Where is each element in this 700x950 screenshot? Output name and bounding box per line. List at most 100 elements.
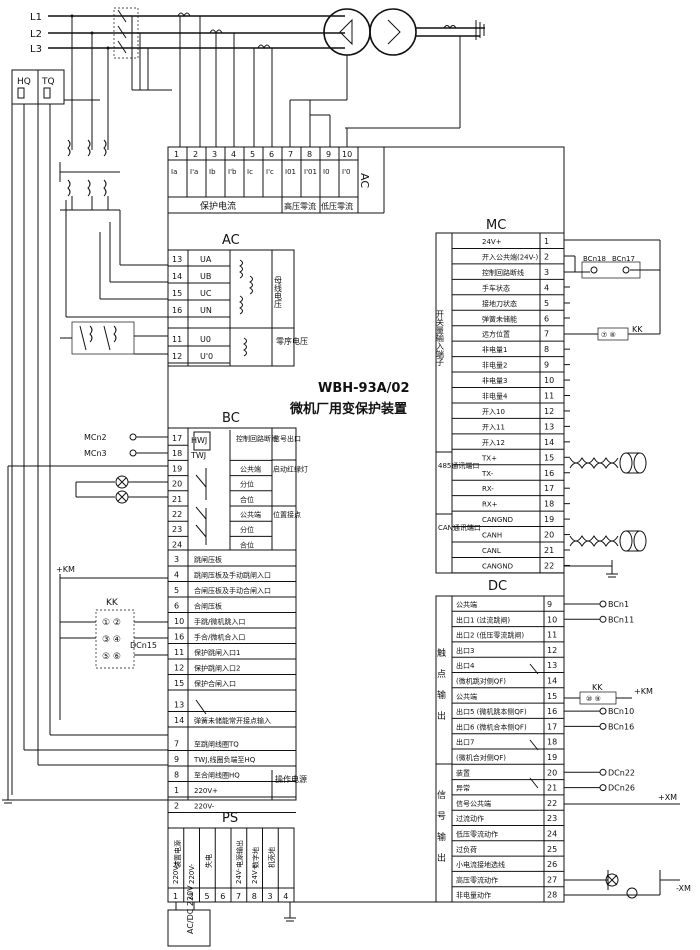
dc-pin-desc: 出口1 (过流跳闸) [456,615,510,624]
bc-pin-desc: 控制回路断线 [236,434,278,443]
bc-input-desc: 合闸压板 [194,602,222,611]
bc-input-number: 4 [174,571,179,580]
bc-pin-desc: 公共端 [240,464,261,473]
ac-top-pin-number: 9 [326,150,331,159]
ps-group-label: 数字地 [251,847,260,868]
bc-input-desc: 保护跳闸入口1 [194,648,240,657]
bc-twj: TWJ [190,451,206,460]
ac-left-pin-number: 15 [172,289,182,298]
ac-top-pin-number: 1 [174,150,179,159]
ac-left-group-bus: 母线电压 [274,276,283,309]
ac-top-pin-number: 4 [231,150,236,159]
mc-pin-number: 20 [544,531,554,540]
mc-pin-desc: 24V+ [482,238,502,246]
ac-left-label: AC [222,233,240,248]
dc-pin-desc: 出口3 [456,646,474,655]
mc-pin-desc: CANH [482,532,502,540]
ps-group-label: 电源输出 [235,840,244,868]
dc-pin-number: 22 [547,799,557,808]
ac-top-group-protection: 保护电流 [200,200,236,212]
mc-pin-number: 19 [544,515,554,524]
mc-pin-number: 14 [544,438,554,447]
dc-pin-desc: 公共端 [456,692,477,701]
kk-left-pair-1: ① ② [102,618,121,628]
bc-mcn3: MCn3 [84,449,107,458]
ps-group-label: 机壳地 [267,847,276,868]
ac-left-pin-signal: UA [200,255,212,264]
dc-pin-number: 18 [547,738,557,747]
bc-pin-number: 24 [172,540,182,549]
dc-pin-desc: 出口7 [456,738,474,747]
mc-pin-desc: CANGND [482,562,513,570]
ps-pin-number: 4 [283,892,288,901]
line-label-l3: L3 [30,44,42,55]
bc-input-desc: 保护跳闸入口2 [194,664,240,673]
ac-top-pin-number: 3 [212,150,217,159]
ps-pin-number: 8 [252,892,257,901]
mc-pin-desc: 非电量1 [482,345,507,354]
bc-input-number: 12 [174,664,184,673]
ac-left-wiring [60,200,168,355]
kk-left-label: KK [106,598,119,608]
bc-input-desc: 220V+ [194,787,218,795]
line-label-l2: L2 [30,29,42,40]
ac-top-pin-signal: Ib [209,168,216,176]
dc-pin-desc: 小电流接地选线 [456,860,505,869]
bc-input-desc: 至合闸线圈HQ [194,771,240,780]
mc-bcn18: BCn18 [583,255,606,263]
bc-pin-desc: 分位 [240,480,254,489]
bc-pin-number: 21 [172,495,182,504]
dc-side-contacts: 触点输出 [435,647,446,732]
ps-pin-desc: 220V+ [172,860,180,884]
mc-side-inputs: 开关量输入端子 [436,310,445,366]
bc-pin-group: 位置接点 [273,510,301,519]
ac-left-pin-signal: UB [200,272,211,281]
mc-terminal: MC 124V+2开入公共端(24V-)3控制回路断线4手车状态5接地刀状态6弹… [435,218,565,574]
dc-pin-number: 25 [547,845,557,854]
bc-mcn2: MCn2 [84,433,107,442]
mc-pin-desc: 弹簧未储能 [482,314,517,323]
dc-pin-number: 21 [547,784,557,793]
mc-pin-desc: 开入12 [482,439,505,447]
mc-pin-number: 15 [544,453,554,462]
bc-input-number: 8 [174,771,179,780]
mc-pin-number: 6 [544,314,549,323]
dc-pin-desc: 过流动作 [456,814,484,823]
bc-lamp-wiring [7,465,168,800]
bc-input-desc: 跳闸压板及手动跳闸入口 [194,571,271,580]
mc-pin-number: 7 [544,330,549,339]
ac-top-group-hv-zero: 高压零流 [284,201,316,211]
ac-top-pin-number: 5 [250,150,255,159]
mc-pin-number: 11 [544,392,554,401]
mc-pin-desc: 非电量4 [482,392,508,401]
ac-top-pin-number: 7 [288,150,293,159]
dc-pin-desc: 出口4 [456,661,475,670]
mc-external: BCn18 BCn17 ⑦ ⑧ KK [564,239,661,578]
bc-input-desc: 手合/微机合入口 [194,633,245,642]
ac-left-pin-number: 14 [172,272,182,281]
breaker-coils: HQ TQ [11,69,100,795]
bc-input-number: 15 [174,679,184,688]
bc-input-desc: 跳闸压板 [194,555,222,564]
ac-left-pin-signal: U0 [200,335,211,344]
dc-pin-number: 13 [547,661,557,670]
ps-pin-desc: 220V- [188,863,196,884]
ac-left-pin-number: 11 [172,335,182,344]
ps-pin-number: 2 [189,892,194,901]
bc-input-number: 14 [174,716,184,725]
mc-pin-number: 17 [544,484,554,493]
bc-pin-number: 22 [172,510,182,519]
dc-pin-number: 12 [547,646,557,655]
bc-input-number: 10 [174,617,184,626]
ps-group-label: 装置电源 [173,840,182,868]
bc-input-number: 5 [174,586,179,595]
dc-pin-number: 10 [547,615,557,624]
ac-top-pin-signal: I'b [228,168,237,176]
bc-input-desc: 手跳/微机跳入口 [194,617,245,626]
bc-input-number: 11 [174,648,184,657]
ac-left-pin-signal: UN [200,306,212,315]
bc-power-group: 操作电源 [275,774,307,784]
bc-pin-number: 19 [172,464,182,473]
